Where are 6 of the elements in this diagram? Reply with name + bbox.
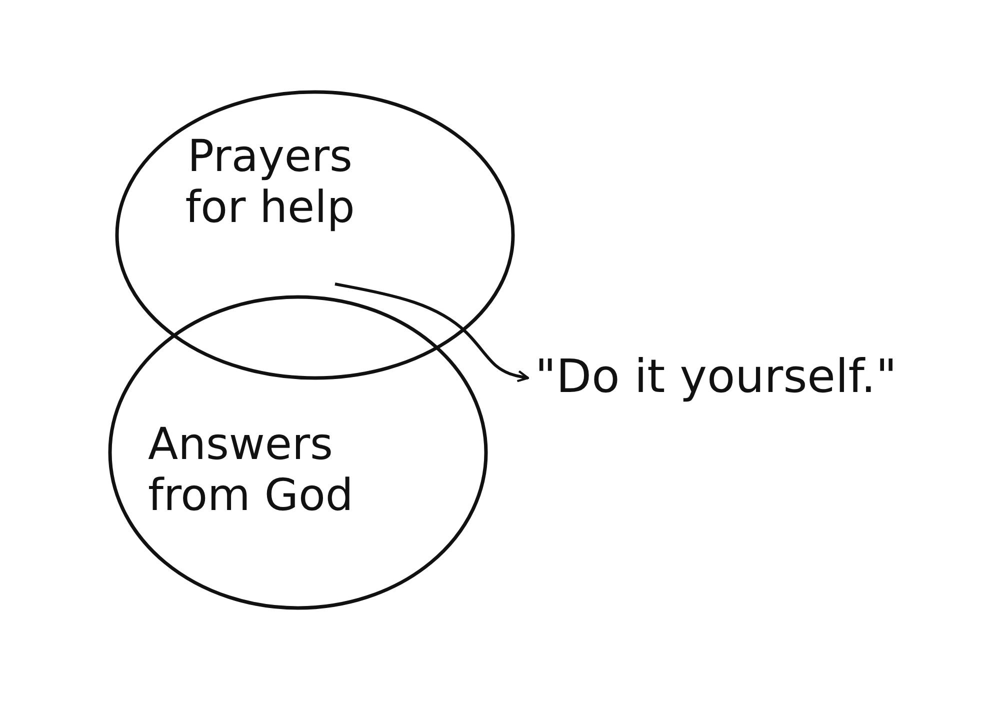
quote-text: "Do it yourself." [535,350,898,403]
circle [115,90,515,380]
arrow [334,282,530,382]
circle-label: Prayers for help [184,132,356,234]
circle-label: Answers from God [148,420,354,522]
circle [108,295,488,610]
